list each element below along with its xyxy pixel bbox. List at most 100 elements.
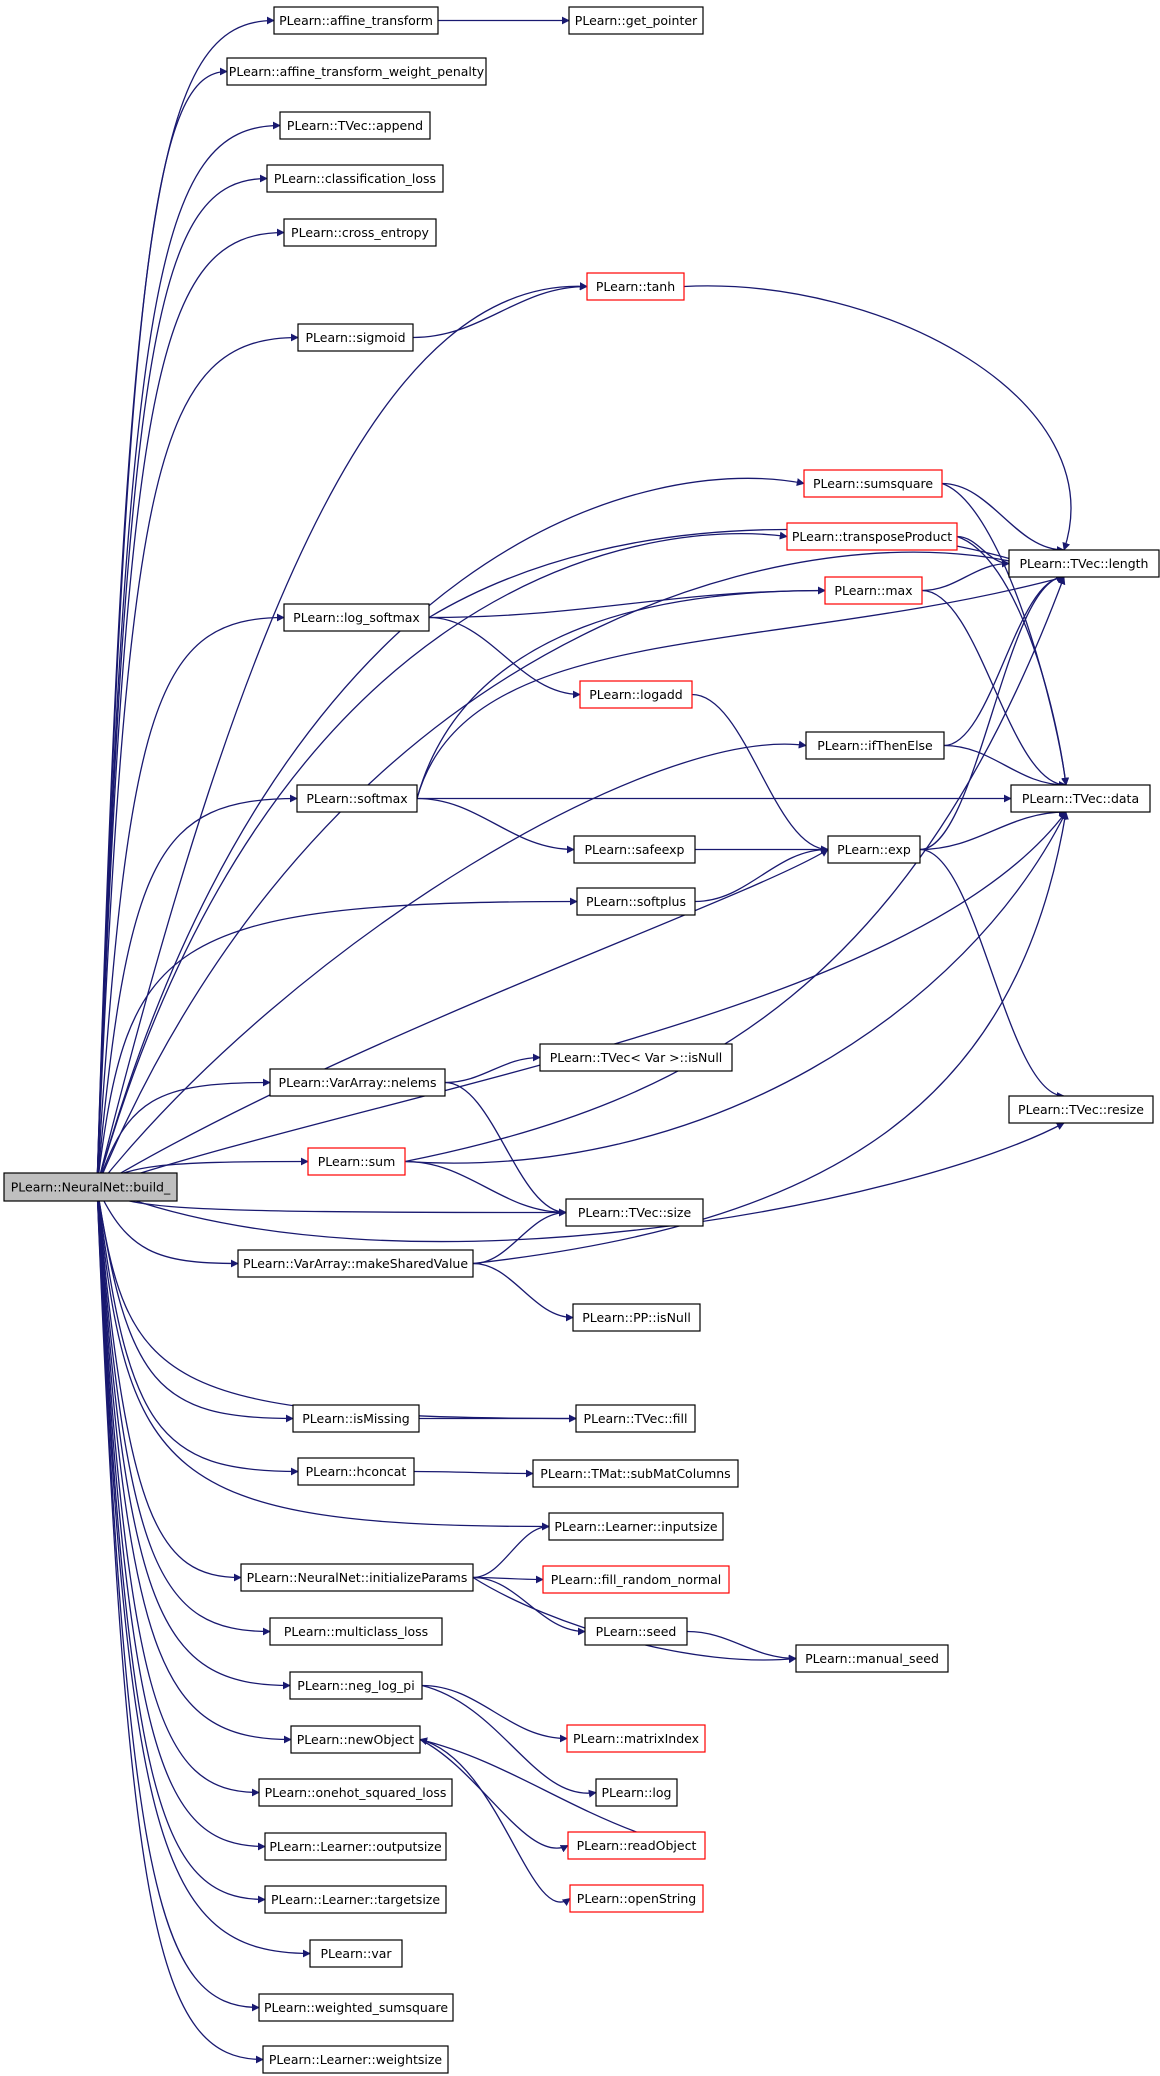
node-onehot_squared_loss[interactable]: PLearn::onehot_squared_loss — [258, 1778, 453, 1807]
node-label: PLearn::max — [834, 583, 912, 598]
edge-root-to-exp — [96, 848, 829, 1188]
node-append[interactable]: PLearn::TVec::append — [279, 111, 431, 140]
node-layer: PLearn::NeuralNet::build_ PLearn::affine_… — [3, 6, 1160, 2074]
node-tanh[interactable]: PLearn::tanh — [586, 272, 685, 301]
node-box — [290, 1725, 421, 1754]
node-box — [572, 1303, 701, 1332]
node-label: PLearn::sumsquare — [813, 476, 933, 491]
node-label: PLearn::softmax — [306, 791, 407, 806]
edge-sum-to-size — [404, 1160, 567, 1217]
edge-ifThenElse-to-length — [943, 573, 1065, 747]
node-sigmoid[interactable]: PLearn::sigmoid — [297, 323, 414, 352]
node-softplus[interactable]: PLearn::softplus — [576, 887, 696, 916]
node-fill[interactable]: PLearn::TVec::fill — [575, 1404, 696, 1433]
node-label: PLearn::tanh — [596, 279, 675, 294]
edge-root-to-fill — [96, 1186, 577, 1423]
node-box — [586, 272, 685, 301]
node-box — [269, 1068, 446, 1097]
node-var[interactable]: PLearn::var — [309, 1939, 403, 1968]
node-box — [567, 1831, 706, 1860]
node-resize[interactable]: PLearn::TVec::resize — [1008, 1095, 1154, 1124]
node-box — [292, 1404, 420, 1433]
node-box — [273, 6, 439, 35]
node-initializeParams[interactable]: PLearn::NeuralNet::initializeParams — [240, 1563, 474, 1592]
node-logadd[interactable]: PLearn::logadd — [579, 680, 693, 709]
node-root[interactable]: PLearn::NeuralNet::build_ — [3, 1172, 178, 1202]
node-box — [548, 1512, 724, 1541]
node-box — [532, 1459, 739, 1488]
node-box — [576, 887, 696, 916]
node-log[interactable]: PLearn::log — [595, 1778, 678, 1807]
node-box — [283, 218, 437, 247]
node-log_softmax[interactable]: PLearn::log_softmax — [283, 603, 430, 632]
node-box — [279, 111, 431, 140]
edge-root-to-sumsquare — [96, 477, 805, 1188]
node-label: PLearn::Learner::inputsize — [554, 1519, 718, 1534]
node-box — [542, 1565, 730, 1594]
node-fill_random_normal[interactable]: PLearn::fill_random_normal — [542, 1565, 730, 1594]
node-get_pointer[interactable]: PLearn::get_pointer — [568, 6, 704, 35]
edge-layer — [96, 16, 1072, 2064]
node-label: PLearn::VarArray::nelems — [279, 1075, 437, 1090]
node-neg_log_pi[interactable]: PLearn::neg_log_pi — [289, 1671, 423, 1700]
node-atwp[interactable]: PLearn::affine_transform_weight_penalty — [226, 57, 487, 86]
node-label: PLearn::cross_entropy — [291, 225, 430, 240]
edge-sumsquare-to-data — [941, 482, 1070, 786]
edge-root-to-hconcat — [96, 1186, 299, 1476]
node-box — [1010, 784, 1151, 813]
node-seed[interactable]: PLearn::seed — [584, 1617, 688, 1646]
node-openString[interactable]: PLearn::openString — [569, 1884, 704, 1913]
node-weightsize[interactable]: PLearn::Learner::weightsize — [262, 2045, 449, 2074]
node-box — [569, 1884, 704, 1913]
node-subMatColumns[interactable]: PLearn::TMat::subMatColumns — [532, 1459, 739, 1488]
node-manual_seed[interactable]: PLearn::manual_seed — [795, 1644, 949, 1673]
node-softmax[interactable]: PLearn::softmax — [296, 784, 418, 813]
node-exp[interactable]: PLearn::exp — [827, 835, 921, 864]
node-box — [3, 1172, 178, 1202]
edge-root-to-inputsize — [96, 1186, 550, 1531]
edge-exp-to-data — [919, 808, 1067, 851]
edge-exp-to-length — [919, 573, 1065, 851]
node-ifThenElse[interactable]: PLearn::ifThenElse — [805, 731, 945, 760]
node-outputsize[interactable]: PLearn::Learner::outputsize — [264, 1832, 447, 1861]
node-safeexp[interactable]: PLearn::safeexp — [573, 835, 696, 864]
node-makeSharedValue[interactable]: PLearn::VarArray::makeSharedValue — [237, 1249, 474, 1278]
node-isNullVar[interactable]: PLearn::TVec< Var >::isNull — [539, 1043, 733, 1072]
node-newObject[interactable]: PLearn::newObject — [290, 1725, 421, 1754]
node-nelems[interactable]: PLearn::VarArray::nelems — [269, 1068, 446, 1097]
node-sum[interactable]: PLearn::sum — [307, 1147, 406, 1176]
node-targetsize[interactable]: PLearn::Learner::targetsize — [264, 1885, 447, 1914]
node-weighted_sumsquare[interactable]: PLearn::weighted_sumsquare — [258, 1993, 454, 2022]
node-sumsquare[interactable]: PLearn::sumsquare — [803, 469, 943, 498]
node-readObject[interactable]: PLearn::readObject — [567, 1831, 706, 1860]
node-isMissing[interactable]: PLearn::isMissing — [292, 1404, 420, 1433]
node-label: PLearn::PP::isNull — [582, 1310, 691, 1325]
node-box — [258, 1778, 453, 1807]
node-box — [258, 1993, 454, 2022]
node-box — [786, 522, 958, 551]
node-size[interactable]: PLearn::TVec::size — [565, 1198, 704, 1227]
node-classification_loss[interactable]: PLearn::classification_loss — [266, 164, 444, 193]
node-max[interactable]: PLearn::max — [824, 576, 923, 605]
node-ppIsNull[interactable]: PLearn::PP::isNull — [572, 1303, 701, 1332]
node-matrixIndex[interactable]: PLearn::matrixIndex — [566, 1724, 706, 1753]
node-box — [565, 1198, 704, 1227]
edge-root-to-targetsize — [96, 1186, 266, 1904]
node-box — [805, 731, 945, 760]
edge-root-to-initializeParams — [96, 1186, 242, 1582]
node-box — [283, 603, 430, 632]
node-box — [264, 1885, 447, 1914]
node-affine_transform[interactable]: PLearn::affine_transform — [273, 6, 439, 35]
node-multiclass_loss[interactable]: PLearn::multiclass_loss — [269, 1617, 443, 1646]
node-data[interactable]: PLearn::TVec::data — [1010, 784, 1151, 813]
node-transposeProduct[interactable]: PLearn::transposeProduct — [786, 522, 958, 551]
edge-tanh-to-length — [683, 285, 1072, 551]
node-label: PLearn::matrixIndex — [573, 1731, 699, 1746]
node-box — [1008, 549, 1160, 578]
node-label: PLearn::hconcat — [306, 1464, 407, 1479]
node-cross_entropy[interactable]: PLearn::cross_entropy — [283, 218, 437, 247]
node-length[interactable]: PLearn::TVec::length — [1008, 549, 1160, 578]
node-hconcat[interactable]: PLearn::hconcat — [297, 1457, 415, 1486]
node-inputsize[interactable]: PLearn::Learner::inputsize — [548, 1512, 724, 1541]
node-label: PLearn::log — [602, 1785, 672, 1800]
